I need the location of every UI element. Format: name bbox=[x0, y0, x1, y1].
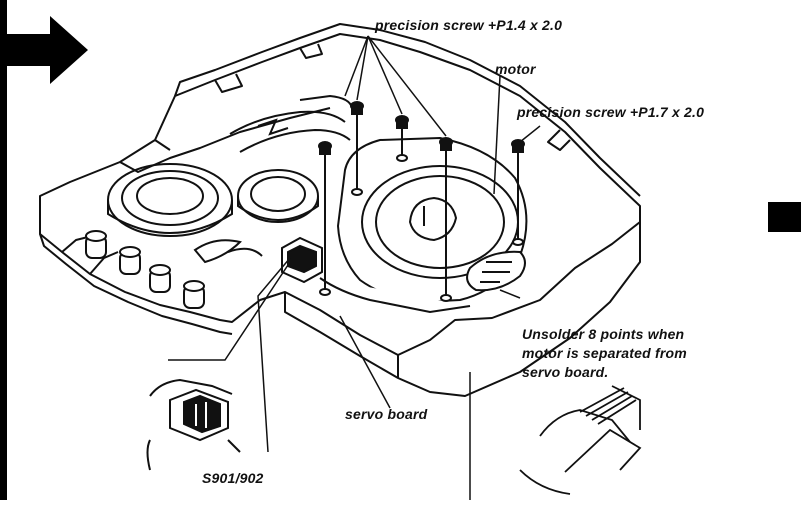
screws bbox=[318, 101, 525, 302]
screw-1 bbox=[318, 141, 332, 290]
unsolder-note: Unsolder 8 points when motor is separate… bbox=[522, 326, 687, 380]
front-knobs bbox=[85, 230, 205, 309]
connector-inset bbox=[146, 378, 241, 471]
screw-2 bbox=[350, 101, 364, 190]
switch-ref-label: S901/902 bbox=[202, 470, 264, 486]
precision-screw-small-label: precision screw +P1.4 x 2.0 bbox=[375, 17, 563, 33]
motor-label: motor bbox=[495, 61, 536, 77]
precision-screw-large-label: precision screw +P1.7 x 2.0 bbox=[517, 104, 705, 120]
motor-housing bbox=[319, 136, 528, 314]
screw-4 bbox=[439, 137, 453, 296]
right-arrow-icon bbox=[0, 16, 88, 84]
solder-inset bbox=[519, 385, 642, 495]
page-edge-bar bbox=[0, 0, 7, 500]
board-connector bbox=[281, 236, 323, 284]
servo-board-label: servo board bbox=[345, 406, 428, 422]
page-tab-marker bbox=[768, 202, 801, 232]
leader-lines bbox=[168, 35, 541, 500]
reel-discs bbox=[107, 163, 319, 237]
screw-3 bbox=[395, 115, 409, 156]
